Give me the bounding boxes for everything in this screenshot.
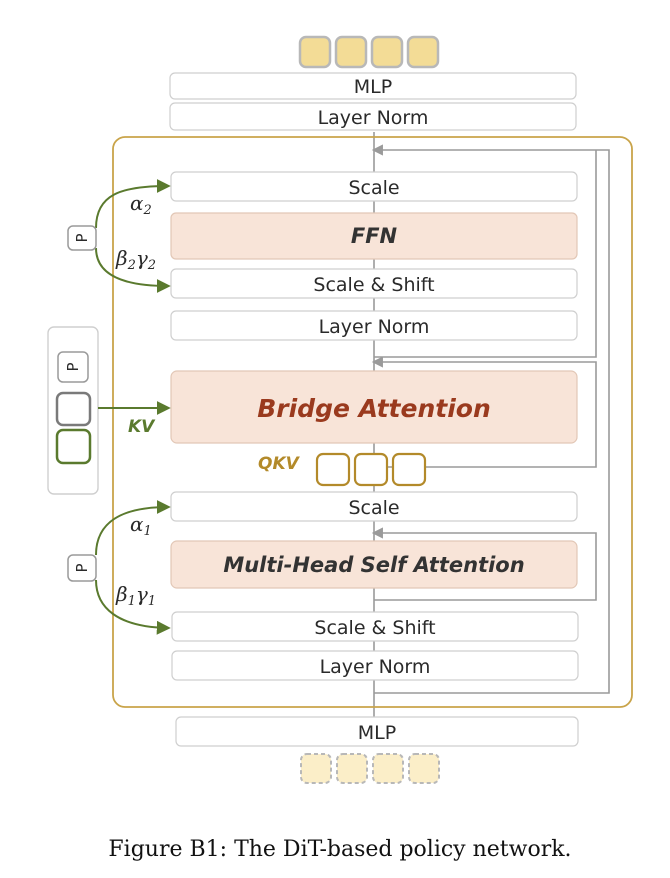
mlp-bottom-block: MLP [175,716,579,747]
input-tokens [300,753,440,784]
layer-norm-1-label: Layer Norm [320,656,431,678]
qkv-group: QKV [258,452,427,487]
alpha2-label: α2 [130,191,152,218]
p-token-top [67,225,97,251]
scale-1-block: Scale [170,491,578,522]
alpha1-label: α1 [130,512,152,539]
ffn-block: FFN [170,212,578,260]
p-token-bottom [67,554,97,582]
residual-arrow-bridge [371,356,597,468]
mlp-top-label: MLP [354,76,392,98]
mhsa-block: Multi-Head Self Attention [170,540,578,589]
dit-block-frame [112,136,633,708]
beta1gamma1-label: β1γ1 [115,582,156,609]
p-token-bottom-label: P [73,563,91,572]
scale-shift-2-label: Scale & Shift [313,274,434,296]
scale-2-block: Scale [170,171,578,202]
p-token-top-label: P [73,233,91,242]
qkv-token [315,452,351,487]
output-token [334,35,368,69]
kv-label: KV [128,417,156,437]
qkv-token [353,452,389,487]
scale-1-label: Scale [348,497,399,519]
residual-arrow-mhsa-loop [371,527,597,601]
condition-p-bottom: P α1 β1γ1 [67,500,171,635]
figure-caption: Figure B1: The DiT-based policy network. [108,837,571,862]
input-token [408,753,440,784]
layer-norm-1-block: Layer Norm [171,650,579,681]
qkv-label: QKV [258,454,301,474]
output-token [298,35,332,69]
kv-p-token-label: P [64,362,82,371]
kv-gray-token [55,391,92,427]
bridge-attention-block: Bridge Attention [170,370,578,444]
qkv-token [391,452,427,487]
input-token [336,753,368,784]
beta2gamma2-label: β2γ2 [115,246,156,273]
residual-arrow-ffn [374,150,597,358]
scale-2-label: Scale [348,177,399,199]
scale-shift-1-label: Scale & Shift [314,617,435,639]
output-tokens [298,35,440,69]
layer-norm-top-block: Layer Norm [169,102,577,131]
kv-p-token [57,351,89,383]
residual-arrow-outer [371,144,610,694]
input-token [300,753,332,784]
input-token [372,753,404,784]
beta2gamma2-arrow [95,247,171,293]
ffn-label: FFN [351,224,398,248]
kv-source-panel: P KV [47,326,171,495]
layer-norm-top-label: Layer Norm [318,107,429,129]
bridge-attention-label: Bridge Attention [257,394,491,423]
mhsa-label: Multi-Head Self Attention [223,553,524,577]
mlp-top-block: MLP [169,72,577,100]
output-token [370,35,404,69]
scale-shift-1-block: Scale & Shift [171,611,579,642]
kv-green-token [55,428,92,465]
alpha1-arrow [95,500,171,556]
layer-norm-2-block: Layer Norm [170,310,578,341]
scale-shift-2-block: Scale & Shift [170,268,578,299]
condition-p-top: P α2 β2γ2 [67,179,171,293]
beta1gamma1-arrow [95,579,171,635]
mlp-bottom-label: MLP [358,722,396,744]
layer-norm-2-label: Layer Norm [319,316,430,338]
alpha2-arrow [95,179,171,229]
output-token [406,35,440,69]
